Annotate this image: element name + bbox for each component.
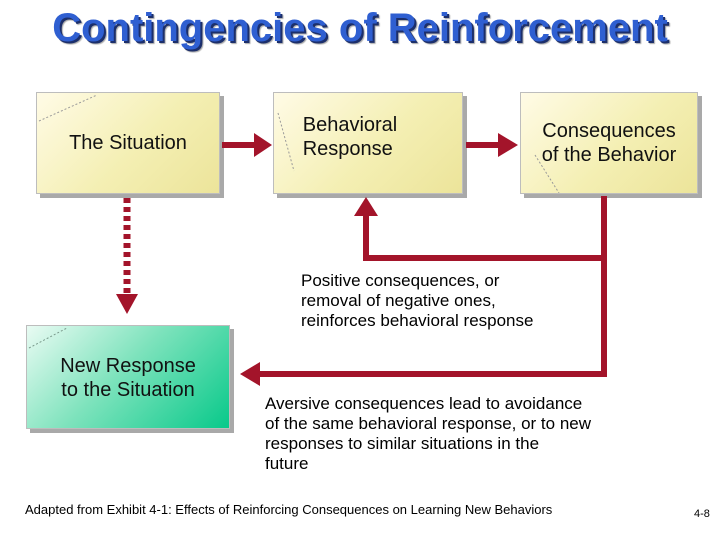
situation-box: The Situation — [36, 92, 220, 194]
behavioral-response-label: Behavioral Response — [303, 113, 398, 161]
new-response-box: New Response to the Situation — [26, 325, 230, 429]
consequences-box: Consequences of the Behavior — [520, 92, 698, 194]
positive-consequences-note: Positive consequences, or removal of neg… — [301, 271, 533, 331]
arrow-situation-to-response — [222, 133, 272, 157]
source-caption: Adapted from Exhibit 4-1: Effects of Rei… — [25, 502, 553, 517]
positive-note-line-3: reinforces behavioral response — [301, 311, 534, 330]
positive-note-line-1: Positive consequences, or — [301, 271, 500, 290]
positive-note-line-2: removal of negative ones, — [301, 291, 496, 310]
arrow-response-to-consequences — [466, 133, 518, 157]
new-response-line-2: to the Situation — [61, 379, 195, 401]
arrow-positive-feedback — [354, 196, 607, 261]
aversive-note-line-1: Aversive consequences lead to avoidance — [265, 394, 583, 413]
consequences-line-2: of the Behavior — [541, 144, 677, 166]
situation-label: The Situation — [69, 132, 187, 154]
behavioral-response-line-1: Behavioral — [302, 114, 398, 136]
box-decoration — [534, 154, 560, 193]
behavioral-response-box: Behavioral Response — [273, 92, 463, 194]
aversive-note-line-3: responses to similar situations in the — [265, 434, 540, 453]
page-number: 4-8 — [694, 508, 710, 520]
aversive-consequences-note: Aversive consequences lead to avoidance … — [265, 394, 591, 474]
new-response-label: New Response to the Situation — [60, 354, 196, 402]
consequences-label: Consequences of the Behavior — [542, 119, 677, 167]
dotted-arrow-situation-to-new-response — [116, 198, 138, 314]
box-decoration — [38, 94, 98, 122]
arrow-aversive-to-new-response — [240, 258, 607, 386]
behavioral-response-line-2: Response — [302, 138, 393, 160]
aversive-note-line-4: future — [265, 454, 309, 473]
new-response-line-1: New Response — [60, 355, 196, 377]
consequences-line-1: Consequences — [542, 120, 676, 142]
slide-title: Contingencies of Reinforcement — [52, 6, 668, 50]
box-decoration — [28, 327, 68, 349]
aversive-note-line-2: of the same behavioral response, or to n… — [265, 414, 592, 433]
